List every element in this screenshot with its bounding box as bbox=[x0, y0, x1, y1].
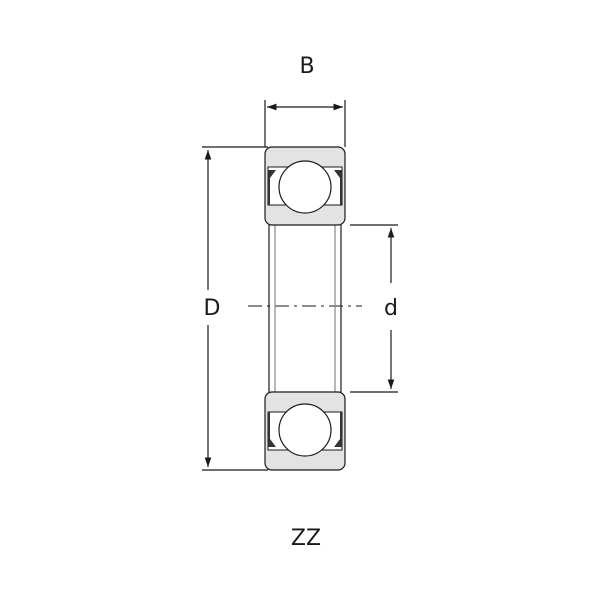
top-bearing-section bbox=[264, 146, 346, 226]
shield-right bbox=[334, 170, 342, 205]
width-dimension-B: B bbox=[264, 54, 346, 147]
seal-type-label: ZZ bbox=[291, 526, 321, 551]
outer-diameter-dimension-D: D bbox=[202, 146, 268, 471]
ball-bottom bbox=[278, 403, 332, 457]
bore-lines bbox=[268, 225, 342, 392]
bottom-bearing-section bbox=[264, 391, 346, 471]
shield-right bbox=[334, 412, 342, 447]
ball-top bbox=[278, 160, 332, 214]
shield-left bbox=[268, 412, 276, 447]
bore-diameter-dimension-d: d bbox=[350, 224, 398, 393]
shield-left bbox=[268, 170, 276, 205]
label-d: d bbox=[384, 296, 398, 321]
label-D: D bbox=[204, 296, 221, 321]
label-B: B bbox=[299, 54, 314, 79]
